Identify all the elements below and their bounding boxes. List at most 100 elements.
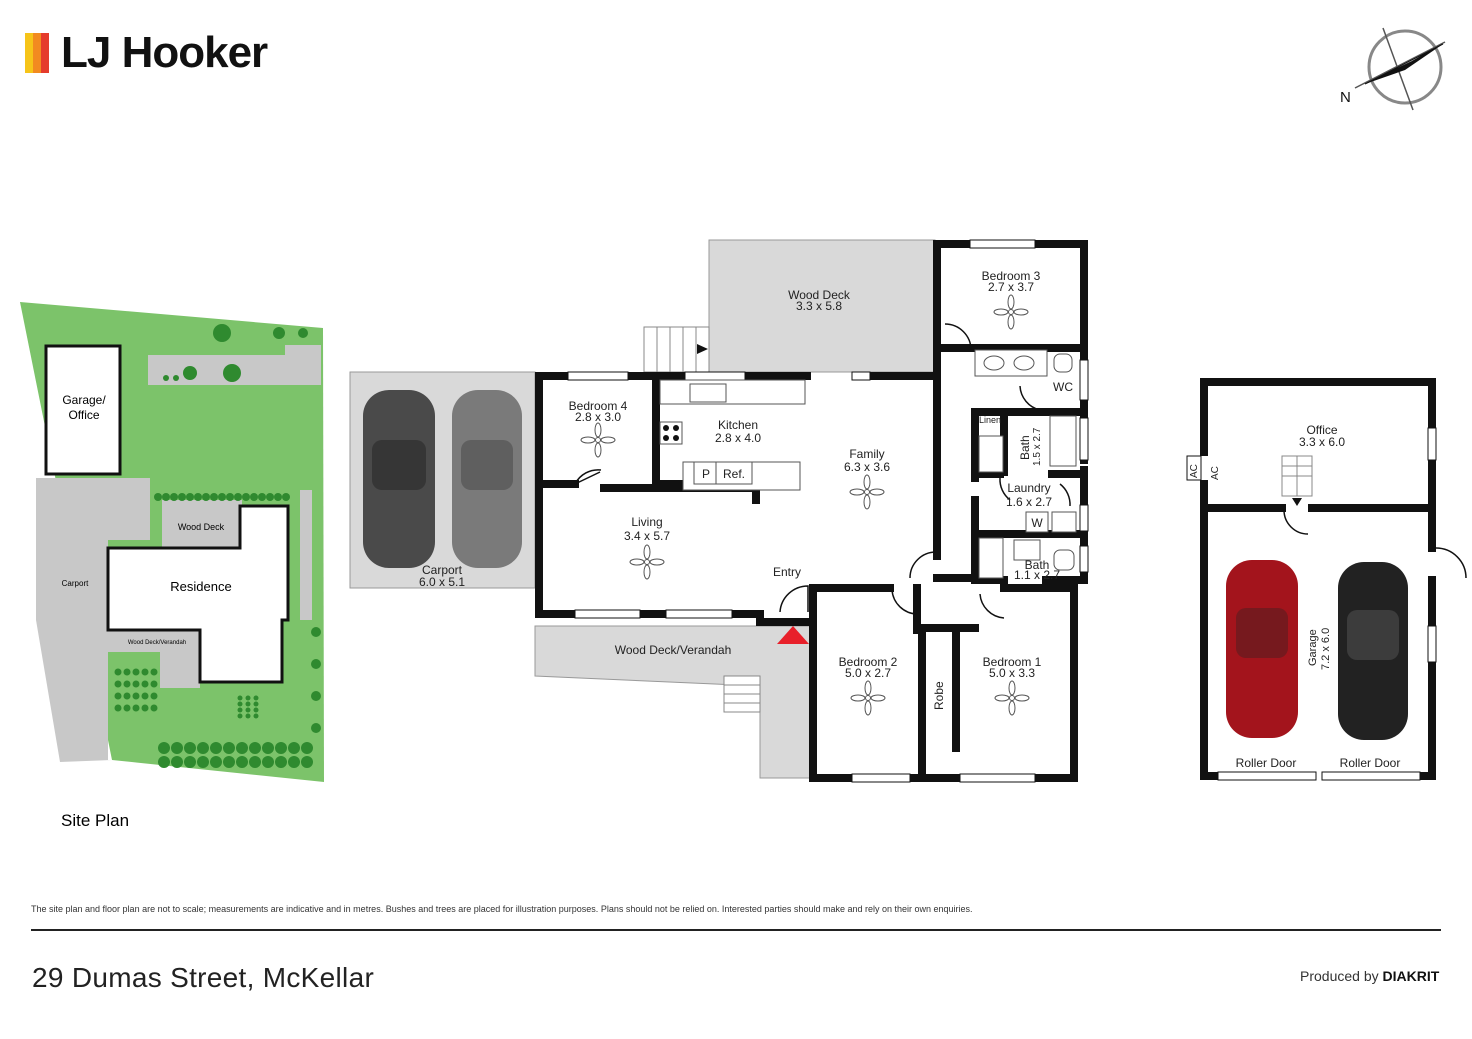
tree-icon <box>234 493 242 501</box>
north-compass-icon: N <box>1340 27 1446 111</box>
room-name: Family <box>849 447 884 461</box>
tree-icon <box>170 493 178 501</box>
site-label-carport: Carport <box>62 579 89 588</box>
tree-icon <box>123 692 131 700</box>
ceiling-fan-icon <box>850 680 886 716</box>
tree-icon <box>288 742 300 754</box>
site-plan-title: Site Plan <box>61 811 129 830</box>
tree-icon <box>150 668 158 676</box>
tree-icon <box>253 713 259 719</box>
tree-icon <box>237 713 243 719</box>
room-size: 3.4 x 5.7 <box>624 529 670 543</box>
tree-icon <box>298 328 308 338</box>
tree-icon <box>173 375 179 381</box>
tree-icon <box>141 668 149 676</box>
stair-arrow-icon <box>697 344 708 354</box>
door-swings <box>574 323 1071 619</box>
tree-icon <box>311 691 321 701</box>
tree-icon <box>123 680 131 688</box>
tree-icon <box>301 756 313 768</box>
tree-icon <box>158 756 170 768</box>
tree-icon <box>150 692 158 700</box>
tree-icon <box>114 680 122 688</box>
tree-icon <box>194 493 202 501</box>
room-name: Bath <box>1018 435 1032 460</box>
ac-label: AC <box>1189 464 1200 478</box>
disclaimer-text: The site plan and floor plan are not to … <box>31 904 973 914</box>
brand-name: LJ Hooker <box>61 27 268 77</box>
room-name: Kitchen <box>718 418 758 432</box>
room-name: Bath <box>1025 558 1050 572</box>
roller-door-label: Roller Door <box>1236 756 1297 770</box>
room-name: Carport <box>422 563 463 577</box>
site-path <box>148 355 288 385</box>
ceiling-fan-icon <box>629 544 665 580</box>
tree-icon <box>249 756 261 768</box>
room-name: Bedroom 4 <box>569 399 628 413</box>
room-size: 2.8 x 4.0 <box>715 431 761 445</box>
site-label-residence: Residence <box>170 579 231 594</box>
tree-icon <box>223 742 235 754</box>
tree-icon <box>245 707 251 713</box>
site-steps <box>160 650 200 688</box>
room-labels: Wood Deck 3.3 x 5.8 Bedroom 3 2.7 x 3.7 … <box>419 269 1073 680</box>
tree-icon <box>197 742 209 754</box>
kitchen-benches <box>659 379 806 491</box>
tree-icon <box>311 659 321 669</box>
tree-icon <box>154 493 162 501</box>
tree-icon <box>311 723 321 733</box>
tree-icon <box>258 493 266 501</box>
site-trees <box>114 324 321 768</box>
tree-icon <box>132 668 140 676</box>
roller-door-label: Roller Door <box>1340 756 1401 770</box>
room-size: 5.0 x 2.7 <box>845 666 891 680</box>
tree-icon <box>223 364 241 382</box>
tree-icon <box>183 366 197 380</box>
tree-icon <box>114 692 122 700</box>
tree-icon <box>288 756 300 768</box>
room-name: Garage <box>1307 629 1319 666</box>
tree-icon <box>210 493 218 501</box>
site-shed <box>285 345 321 385</box>
tree-icon <box>210 742 222 754</box>
site-side-path <box>300 490 312 620</box>
site-label-garage-line1: Garage/ <box>62 393 106 407</box>
tree-icon <box>132 680 140 688</box>
site-driveway <box>36 478 150 620</box>
tree-icon <box>275 756 287 768</box>
tree-icon <box>150 680 158 688</box>
site-driveway-lower <box>36 620 112 762</box>
tree-icon <box>242 493 250 501</box>
car-icon <box>1226 560 1298 738</box>
logo-stripe <box>25 32 33 73</box>
windows <box>567 239 1089 783</box>
site-residence <box>106 504 290 684</box>
site-plan: Garage/ Office Wood Deck Carport Residen… <box>20 302 324 830</box>
tree-icon <box>141 704 149 712</box>
pantry-label: P <box>702 467 710 481</box>
tree-icon <box>114 668 122 676</box>
producer-credit: Produced by DIAKRIT <box>1300 968 1439 984</box>
site-label-verandah: Wood Deck/Verandah <box>128 640 186 646</box>
site-verandah <box>106 630 201 652</box>
tree-icon <box>213 324 231 342</box>
tree-icon <box>237 695 243 701</box>
tree-icon <box>184 742 196 754</box>
tree-icon <box>245 695 251 701</box>
room-name: Wood Deck/Verandah <box>615 643 732 657</box>
room-name: WC <box>1053 380 1073 394</box>
tree-icon <box>132 692 140 700</box>
room-size: 6.0 x 5.1 <box>419 575 465 589</box>
tree-icon <box>301 742 313 754</box>
tree-icon <box>226 493 234 501</box>
site-label-garage-line2: Office <box>68 408 99 422</box>
tree-icon <box>150 704 158 712</box>
tree-icon <box>275 742 287 754</box>
room-name: Bedroom 1 <box>983 655 1042 669</box>
tree-icon <box>262 742 274 754</box>
tree-icon <box>245 701 251 707</box>
tree-icon <box>223 756 235 768</box>
wood-deck-top <box>708 239 936 373</box>
site-garage-office <box>44 344 122 476</box>
produced-by-label: Produced by <box>1300 968 1379 984</box>
